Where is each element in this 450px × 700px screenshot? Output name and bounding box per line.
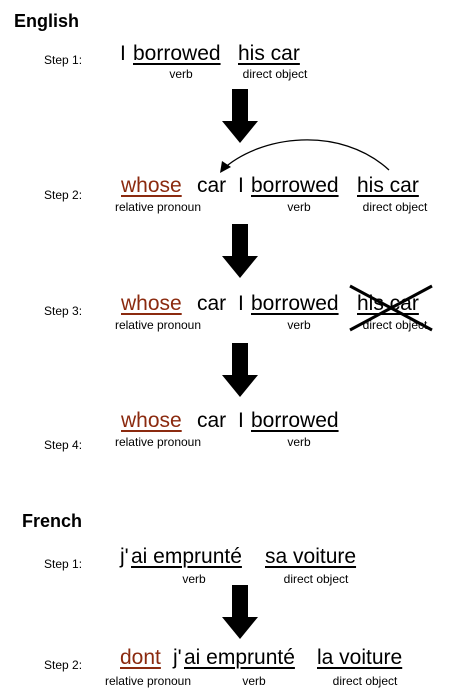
english-step2-label: Step 2: [44,188,83,202]
english-step1-word-i: I [120,42,126,65]
down-arrow-4 [222,585,258,639]
curved-move-arrow [221,139,390,171]
english-step1-label-direct-object: direct object [242,67,308,81]
curved-move-arrowhead [220,161,231,173]
french-step2-label: Step 2: [44,658,83,672]
english-step3-label: Step 3: [44,304,83,318]
english-step2-word-car: car [197,174,227,197]
french-step2-label-direct-object: direct object [332,674,398,688]
strike-cross-line-2 [349,284,433,332]
down-arrow-3 [222,343,258,397]
english-step3-label-verb: verb [287,318,311,332]
french-step2-label-relative-pronoun: relative pronoun [104,674,192,688]
french-step2-label-verb: verb [242,674,266,688]
english-step2-word-i: I [238,174,244,197]
english-step2-word-whose: whose [121,174,182,197]
english-step3-label-relative-pronoun: relative pronoun [114,318,202,332]
french-step1-word-j: j' [120,545,129,568]
english-step2-label-relative-pronoun: relative pronoun [114,200,202,214]
french-step1-label-direct-object: direct object [283,572,349,586]
english-step1-label-verb: verb [169,67,193,81]
french-step2-word-dont: dont [120,646,161,669]
french-step1-label-verb: verb [182,572,206,586]
english-step4-label-relative-pronoun: relative pronoun [114,435,202,449]
down-arrow-2 [222,224,258,278]
english-step4-word-whose: whose [121,409,182,432]
english-step1-label: Step 1: [44,53,83,67]
english-step3-word-whose: whose [121,292,182,315]
english-step1-word-borrowed: borrowed [133,42,221,65]
down-arrow-1 [222,89,258,143]
french-step1-word-ai-emprunte: ai emprunté [131,545,242,568]
english-step3-word-borrowed: borrowed [251,292,339,315]
english-step2-label-verb: verb [287,200,311,214]
english-step4-label: Step 4: [44,438,83,452]
french-step1-label: Step 1: [44,557,83,571]
english-step2-word-borrowed: borrowed [251,174,339,197]
french-step2-word-ai-emprunte: ai emprunté [184,646,295,669]
english-step4-word-i: I [238,409,244,432]
heading-english: English [14,11,80,31]
english-step4-word-car: car [197,409,227,432]
english-step2-word-his-car: his car [357,174,419,197]
french-step2-word-j: j' [173,646,182,669]
heading-french: French [22,511,83,531]
english-step3-word-i: I [238,292,244,315]
english-step3-word-car: car [197,292,227,315]
french-step2-word-la-voiture: la voiture [317,646,403,669]
english-step2-label-direct-object: direct object [362,200,428,214]
english-step4-label-verb: verb [287,435,311,449]
english-step3-label-direct-object: direct object [362,318,428,332]
english-step4-word-borrowed: borrowed [251,409,339,432]
french-step1-word-sa-voiture: sa voiture [265,545,357,568]
english-step1-word-his-car: his car [238,42,300,65]
